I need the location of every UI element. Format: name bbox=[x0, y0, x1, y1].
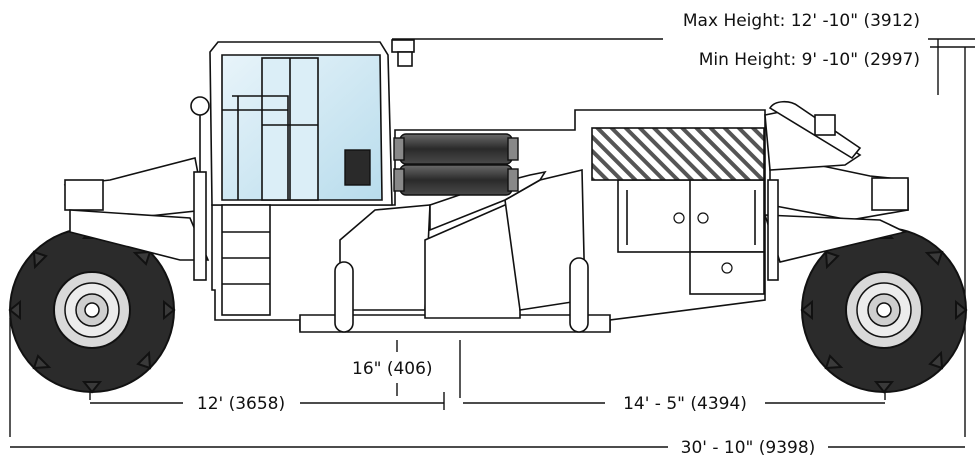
hydraulic-cylinders bbox=[344, 133, 519, 196]
front-hub-icon bbox=[84, 302, 100, 318]
max-height-label: Max Height: 12' -10" (3912) bbox=[683, 11, 920, 31]
center-to-rear-axle-label: 14' - 5" (4394) bbox=[623, 394, 747, 414]
chassis bbox=[63, 39, 909, 333]
front-axle-to-center-label: 12' (3658) bbox=[197, 394, 285, 414]
rear-hub-icon bbox=[876, 302, 892, 318]
overall-length-label: 30' - 10" (9398) bbox=[681, 438, 816, 455]
toolbox-latches bbox=[673, 212, 733, 274]
rear-wheel bbox=[800, 226, 968, 394]
min-height-label: Min Height: 9' -10" (2997) bbox=[699, 50, 920, 70]
ground-clearance-label: 16" (406) bbox=[352, 359, 433, 379]
